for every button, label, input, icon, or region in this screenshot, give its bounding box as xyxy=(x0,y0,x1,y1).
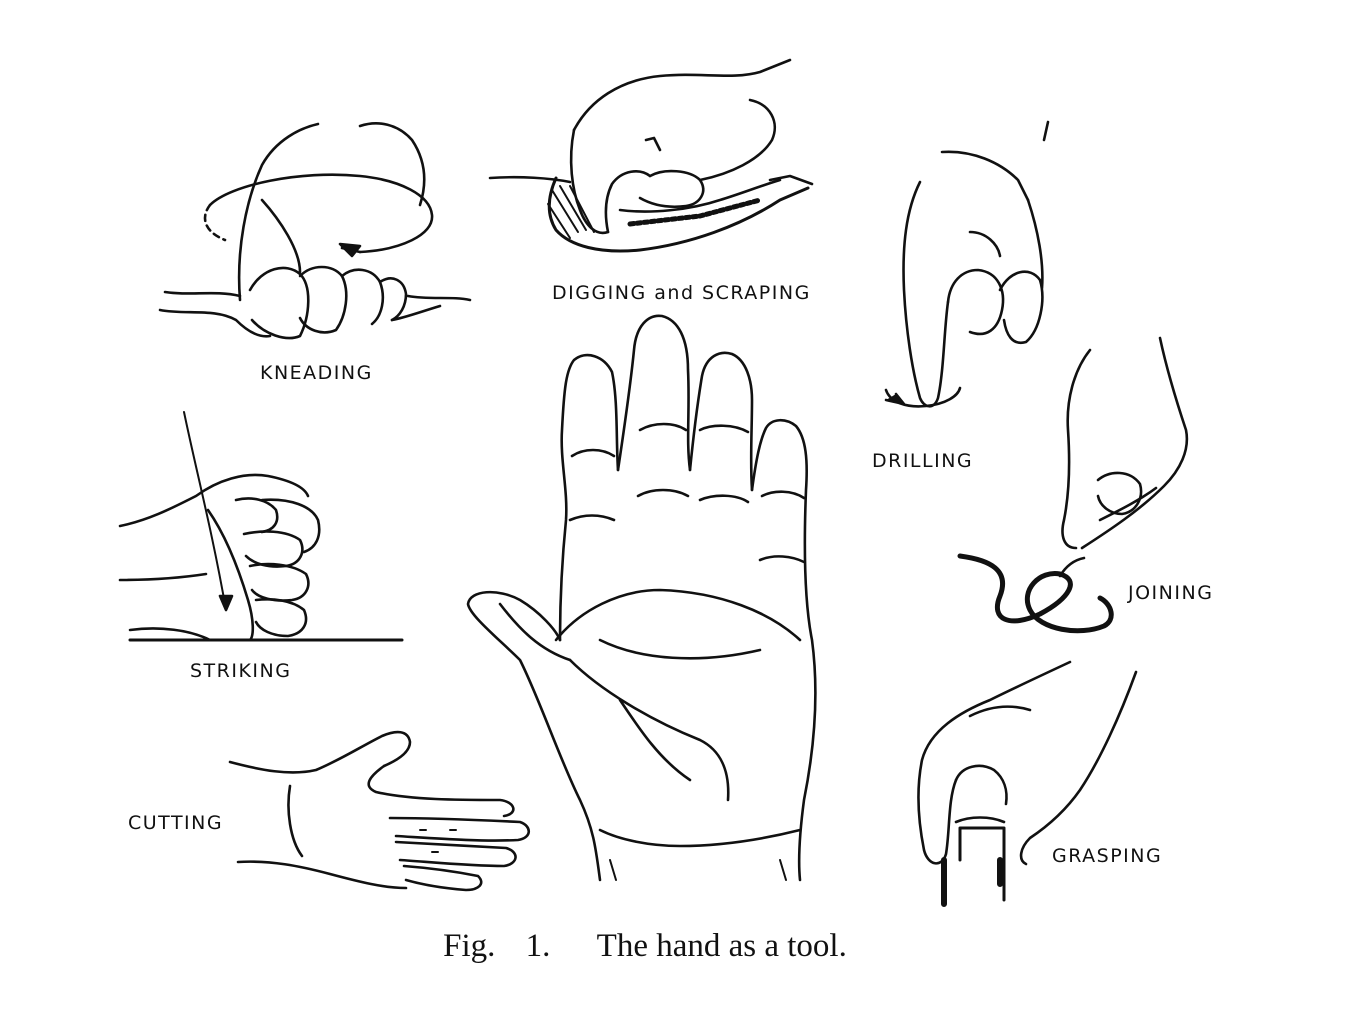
caption-number: 1. xyxy=(525,928,551,964)
digging-hand-illustration xyxy=(490,60,812,251)
open-palm-illustration xyxy=(468,316,815,880)
grasping-label: GRASPING xyxy=(1052,845,1163,867)
joining-label: JOINING xyxy=(1128,582,1214,604)
striking-label: STRIKING xyxy=(190,660,292,682)
caption-text: The hand as a tool. xyxy=(596,928,847,964)
grasping-hand-illustration xyxy=(918,662,1136,904)
striking-hand-illustration xyxy=(120,412,402,640)
cutting-label: CUTTING xyxy=(128,812,224,834)
kneading-hand-illustration xyxy=(160,123,470,338)
drilling-hand-illustration xyxy=(886,122,1048,406)
digging-and-scraping-label: DIGGING and SCRAPING xyxy=(552,282,811,304)
figure-caption: Fig. 1. The hand as a tool. xyxy=(0,928,1290,965)
joining-hand-illustration xyxy=(960,338,1187,631)
drilling-label: DRILLING xyxy=(872,450,974,472)
kneading-label: KNEADING xyxy=(260,362,373,384)
cutting-hand-illustration xyxy=(230,732,529,890)
caption-fig: Fig. xyxy=(443,928,496,964)
